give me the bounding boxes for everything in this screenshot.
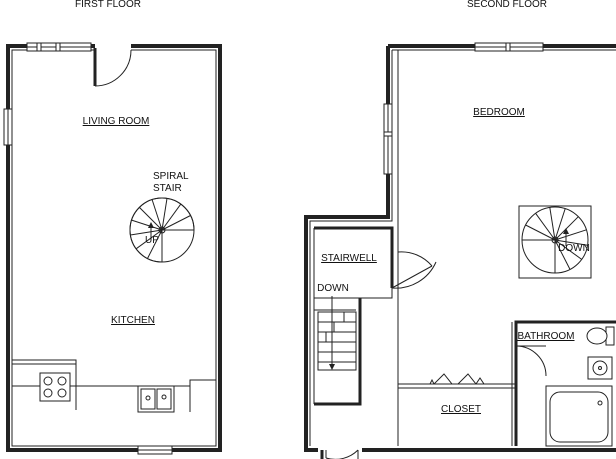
stair-tread — [554, 239, 571, 270]
kitchen-counters — [11, 359, 216, 412]
stair-tread — [161, 215, 191, 231]
first-floor-top-window — [26, 42, 92, 52]
first-floor-spiral-stair: UP — [129, 197, 195, 263]
stair-tread — [554, 216, 579, 241]
stair-tread — [535, 213, 556, 241]
stair-tread — [554, 208, 566, 241]
second-floor-exterior-door — [320, 449, 359, 459]
stair-tread — [554, 239, 588, 246]
bathtub — [545, 385, 613, 447]
stair-tread — [131, 219, 163, 231]
cooktop — [39, 372, 71, 402]
kitchen-sink — [137, 385, 175, 413]
stair-tread — [525, 224, 556, 241]
stair-tread — [147, 229, 163, 259]
bathroom-sink — [587, 356, 613, 380]
stairwell-enclosure — [313, 226, 394, 406]
stair-tread — [130, 229, 163, 236]
stair-tread — [139, 207, 163, 231]
living-room-label: LIVING ROOM — [83, 116, 150, 127]
kitchen-label: KITCHEN — [111, 315, 155, 326]
spiral-stair-label-line1: SPIRAL — [153, 171, 189, 182]
closet-label: CLOSET — [441, 404, 481, 415]
stairwell-down-label: DOWN — [317, 283, 349, 294]
first-floor-walls — [6, 44, 222, 452]
stair-down-label: DOWN — [558, 243, 590, 254]
first-floor-title: FIRST FLOOR — [75, 0, 141, 10]
second-floor-plan: SECOND FLOOR — [304, 0, 616, 459]
toilet — [586, 326, 615, 346]
stair-tread — [135, 229, 163, 250]
spiral-stair-label-line2: STAIR — [153, 183, 182, 194]
first-floor-left-window — [3, 108, 13, 146]
second-floor-spiral-stair: DOWN — [518, 205, 592, 279]
bedroom-label: BEDROOM — [473, 107, 525, 118]
stair-tread — [161, 203, 182, 231]
second-floor-title: SECOND FLOOR — [467, 0, 547, 10]
second-floor-left-window — [383, 103, 393, 175]
bathroom-label: BATHROOM — [517, 331, 574, 342]
stair-up-label: UP — [145, 235, 159, 246]
first-floor-plan: FIRST FLOOR LIVING ROOM SPIRAL STAIR KIT… — [3, 0, 222, 455]
first-floor-bottom-window — [137, 445, 173, 455]
stair-tread — [161, 198, 168, 231]
stair-tread — [554, 239, 582, 260]
closet-walls — [397, 383, 516, 446]
closet-bifold-doors — [429, 373, 485, 385]
second-floor-top-window — [474, 42, 544, 52]
stairwell-door — [390, 251, 437, 289]
stair-tread — [549, 207, 556, 241]
stair-tread — [554, 229, 587, 241]
stairwell-steps — [317, 296, 357, 371]
first-floor-entry-door — [93, 48, 132, 87]
stairwell-label: STAIRWELL — [321, 253, 377, 264]
stair-tread — [151, 199, 163, 231]
